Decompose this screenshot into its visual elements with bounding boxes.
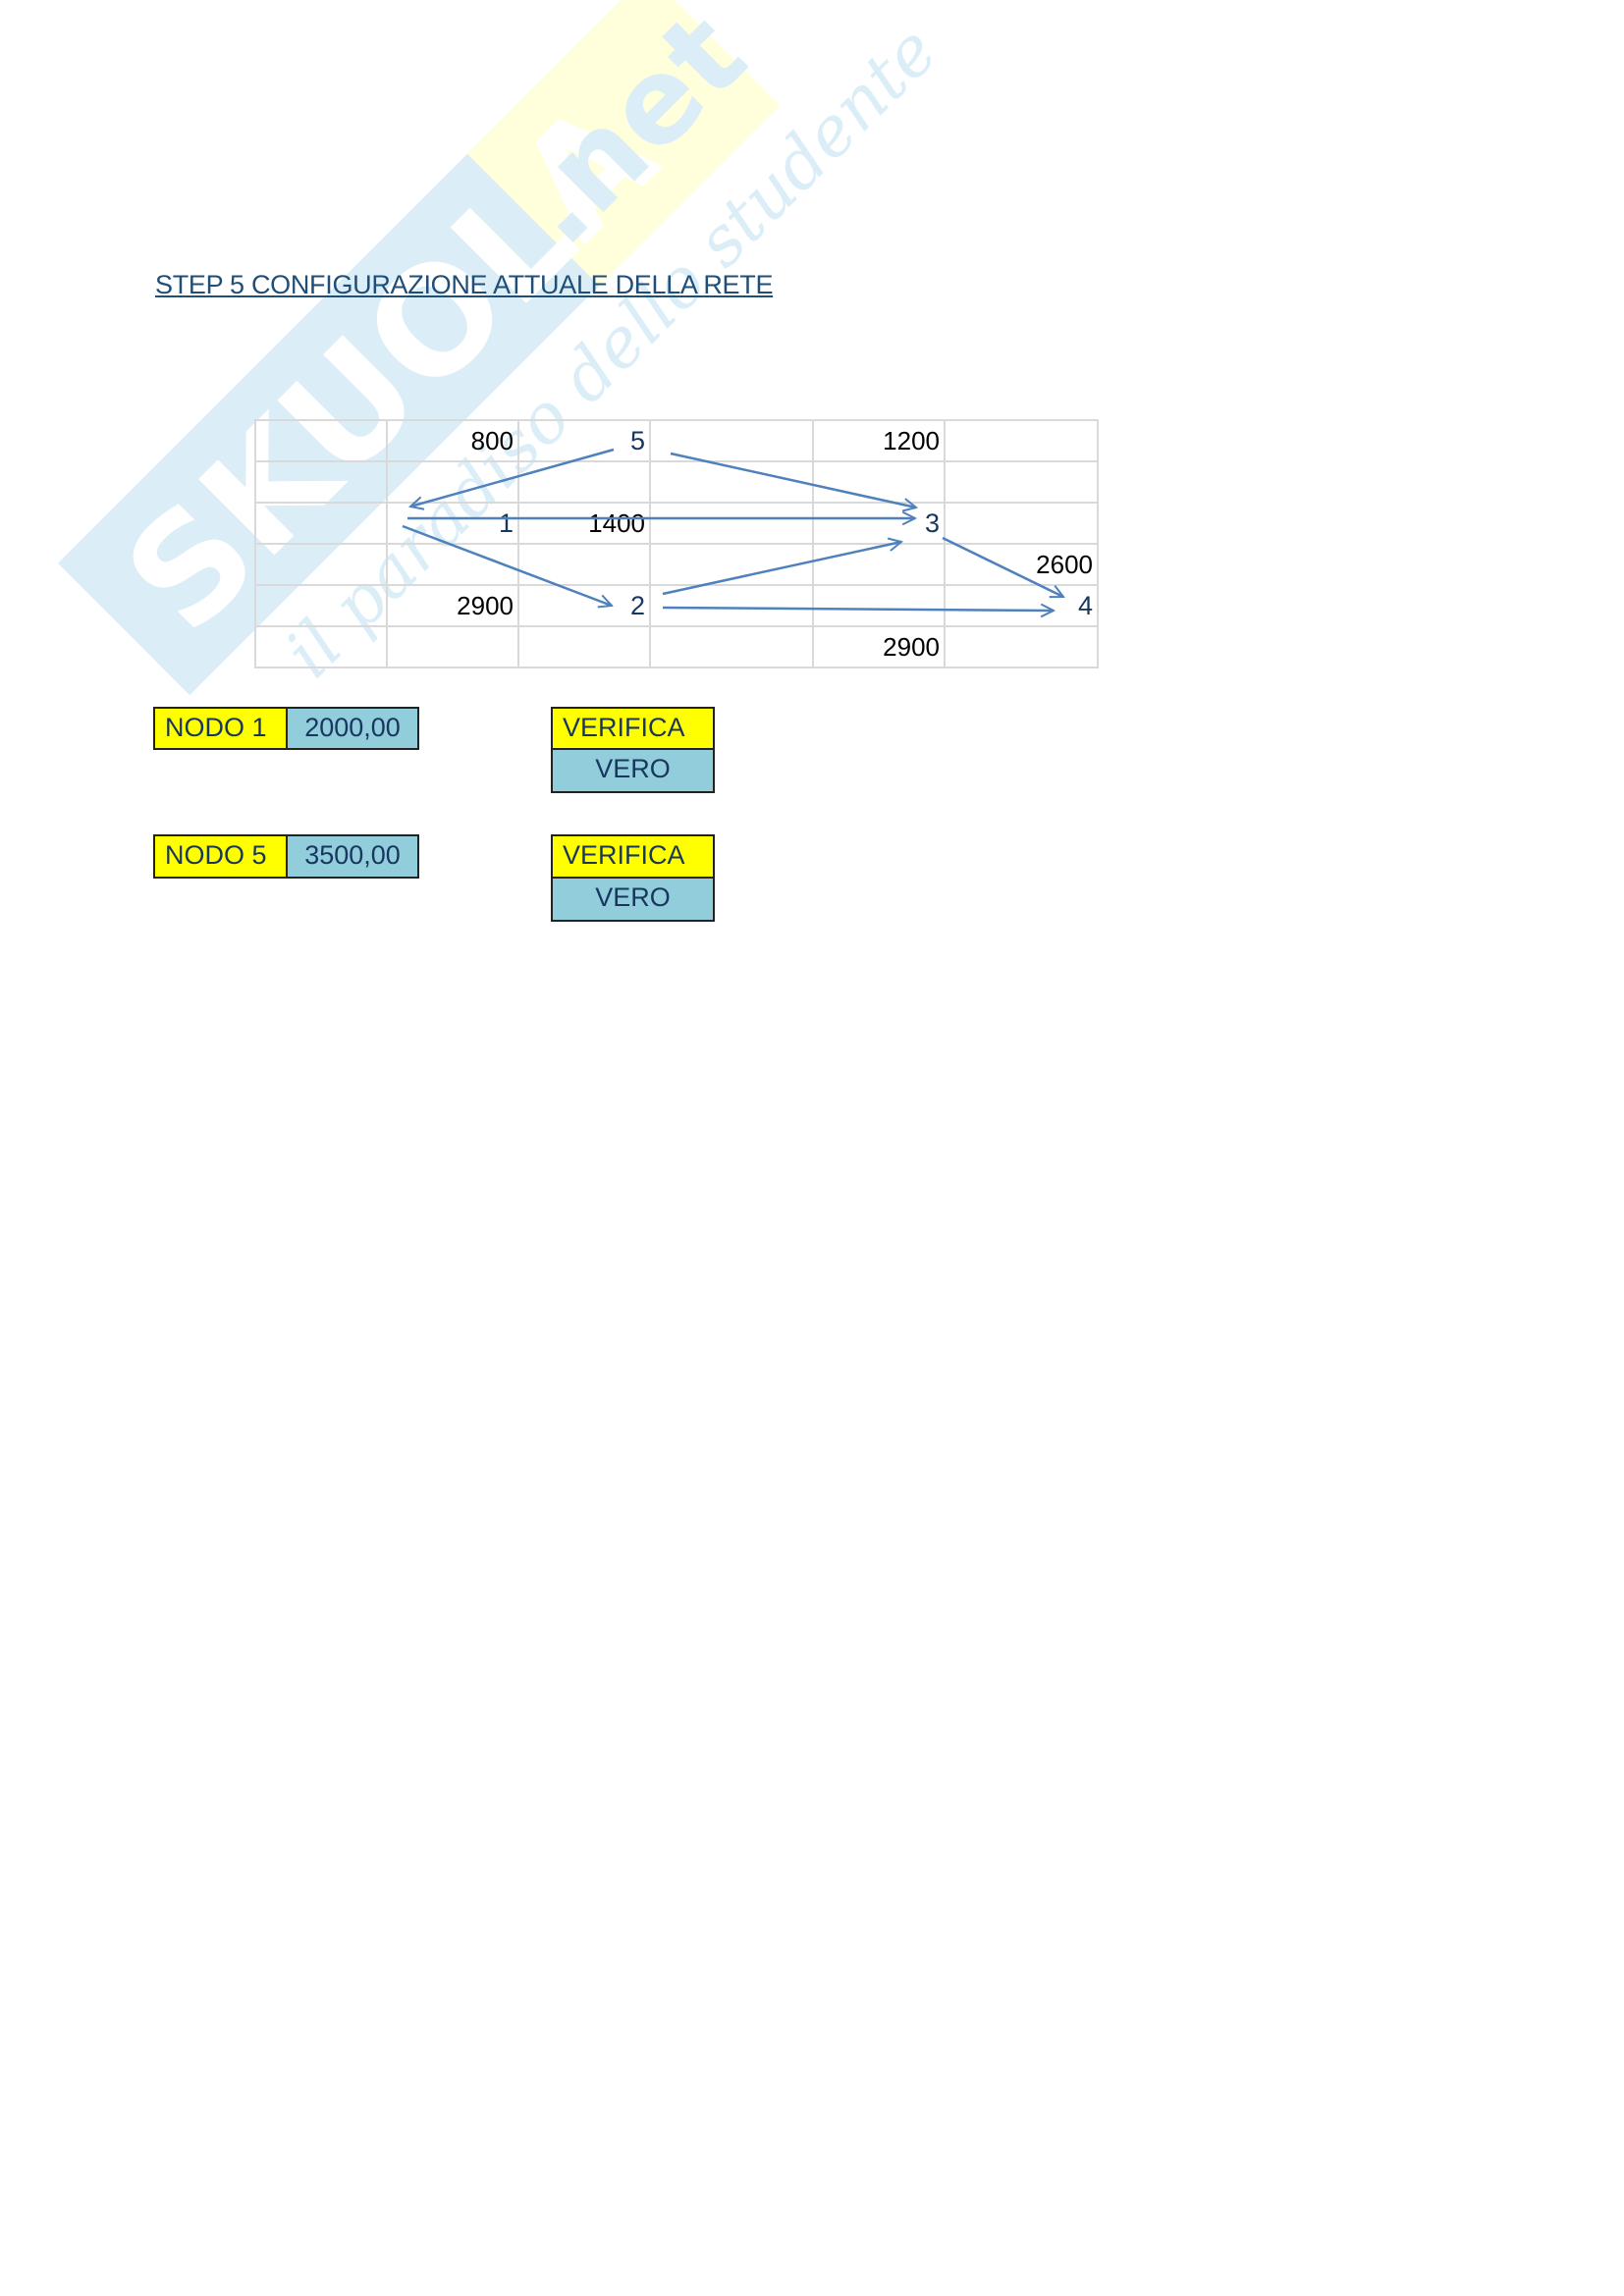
grid-cell-node-2: 2 xyxy=(517,584,651,627)
grid-cell-flow: 2900 xyxy=(812,625,946,668)
grid-cell xyxy=(386,460,519,504)
grid-cell xyxy=(649,460,814,504)
grid-row: 1 1400 3 xyxy=(254,502,1099,545)
grid-cell-flow: 1400 xyxy=(517,502,651,545)
node-1-check-value: VERO xyxy=(551,748,715,793)
grid-cell-node-3: 3 xyxy=(812,502,946,545)
grid-cell xyxy=(517,625,651,668)
grid-cell xyxy=(254,419,388,462)
grid-cell xyxy=(649,502,814,545)
grid-cell xyxy=(517,543,651,586)
grid-row: 2900 2 4 xyxy=(254,584,1099,627)
grid-cell xyxy=(944,625,1099,668)
grid-row: 800 5 1200 xyxy=(254,419,1099,462)
grid-cell-flow: 800 xyxy=(386,419,519,462)
grid-cell xyxy=(254,543,388,586)
node-5-value: 3500,00 xyxy=(286,834,419,879)
grid-cell-node-1: 1 xyxy=(386,502,519,545)
node-1-label: NODO 1 xyxy=(153,707,288,750)
grid-cell-flow: 2900 xyxy=(386,584,519,627)
grid-cell-node-5: 5 xyxy=(517,419,651,462)
grid-cell xyxy=(944,419,1099,462)
grid-cell xyxy=(254,625,388,668)
grid-cell-node-4: 4 xyxy=(944,584,1099,627)
node-1-check-label: VERIFICA xyxy=(551,707,715,750)
grid-cell xyxy=(254,460,388,504)
grid-cell xyxy=(812,584,946,627)
grid-cell-flow: 1200 xyxy=(812,419,946,462)
grid-cell xyxy=(649,419,814,462)
network-grid: 800 5 1200 1 1400 3 2600 2900 2 4 xyxy=(254,419,1099,668)
node-5-check-value: VERO xyxy=(551,877,715,922)
node-1-value: 2000,00 xyxy=(286,707,419,750)
grid-cell xyxy=(944,460,1099,504)
grid-cell-flow: 2600 xyxy=(944,543,1099,586)
grid-row xyxy=(254,460,1099,504)
grid-cell xyxy=(517,460,651,504)
node-5-check-label: VERIFICA xyxy=(551,834,715,879)
grid-cell xyxy=(386,543,519,586)
grid-cell xyxy=(254,584,388,627)
page-title: STEP 5 CONFIGURAZIONE ATTUALE DELLA RETE xyxy=(155,270,774,299)
grid-cell xyxy=(812,543,946,586)
grid-cell xyxy=(944,502,1099,545)
grid-cell xyxy=(254,502,388,545)
grid-cell xyxy=(812,460,946,504)
grid-row: 2600 xyxy=(254,543,1099,586)
grid-row: 2900 xyxy=(254,625,1099,668)
grid-cell xyxy=(649,584,814,627)
grid-cell xyxy=(386,625,519,668)
node-5-label: NODO 5 xyxy=(153,834,288,879)
grid-cell xyxy=(649,625,814,668)
grid-cell xyxy=(649,543,814,586)
svg-text:.net: .net xyxy=(488,0,772,271)
